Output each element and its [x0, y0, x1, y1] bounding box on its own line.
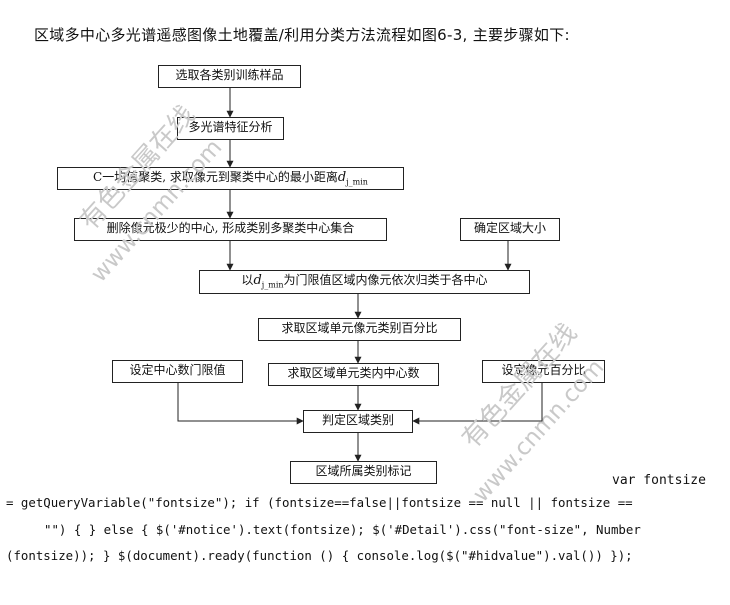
- code-line-3: "") { } else { $('#notice').text(fontsiz…: [44, 522, 641, 537]
- d-symbol: d: [337, 170, 347, 185]
- d-subscript: j_min: [346, 177, 368, 187]
- step-region-size: 确定区域大小: [460, 218, 560, 241]
- step-label-class: 区域所属类别标记: [290, 461, 437, 484]
- step-decide-class: 判定区域类别: [303, 410, 413, 433]
- step-classify-pixels: 以dj_min为门限值区域内像元依次归类于各中心: [199, 270, 530, 294]
- code-line-1: var fontsize: [612, 473, 706, 488]
- step-spectral-analysis: 多光谱特征分析: [177, 117, 284, 140]
- d-symbol: d: [253, 273, 262, 288]
- arrow-threshold-to-decide: [177, 382, 304, 425]
- step-delete-centers: 删除像元极少的中心, 形成类别多聚类中心集合: [74, 218, 387, 241]
- step-select-samples: 选取各类别训练样品: [158, 65, 301, 88]
- code-line-4: (fontsize)); } $(document).ready(functio…: [6, 548, 633, 563]
- step-set-percent: 设定像元百分比: [482, 360, 605, 383]
- step-set-threshold: 设定中心数门限值: [112, 360, 243, 383]
- step-percent-per-class: 求取区域单元像元类别百分比: [258, 318, 461, 341]
- step-center-count: 求取区域单元类内中心数: [268, 363, 439, 386]
- d-subscript: j_min: [261, 280, 284, 290]
- arrow-setpercent-to-decide: [412, 382, 543, 425]
- intro-text: 区域多中心多光谱遥感图像土地覆盖/利用分类方法流程如图6-3, 主要步骤如下:: [34, 26, 570, 44]
- code-line-2: = getQueryVariable("fontsize"); if (font…: [6, 495, 633, 510]
- step-cmeans-clustering: C一均值聚类, 求取像元到聚类中心的最小距离dj_min: [57, 167, 404, 190]
